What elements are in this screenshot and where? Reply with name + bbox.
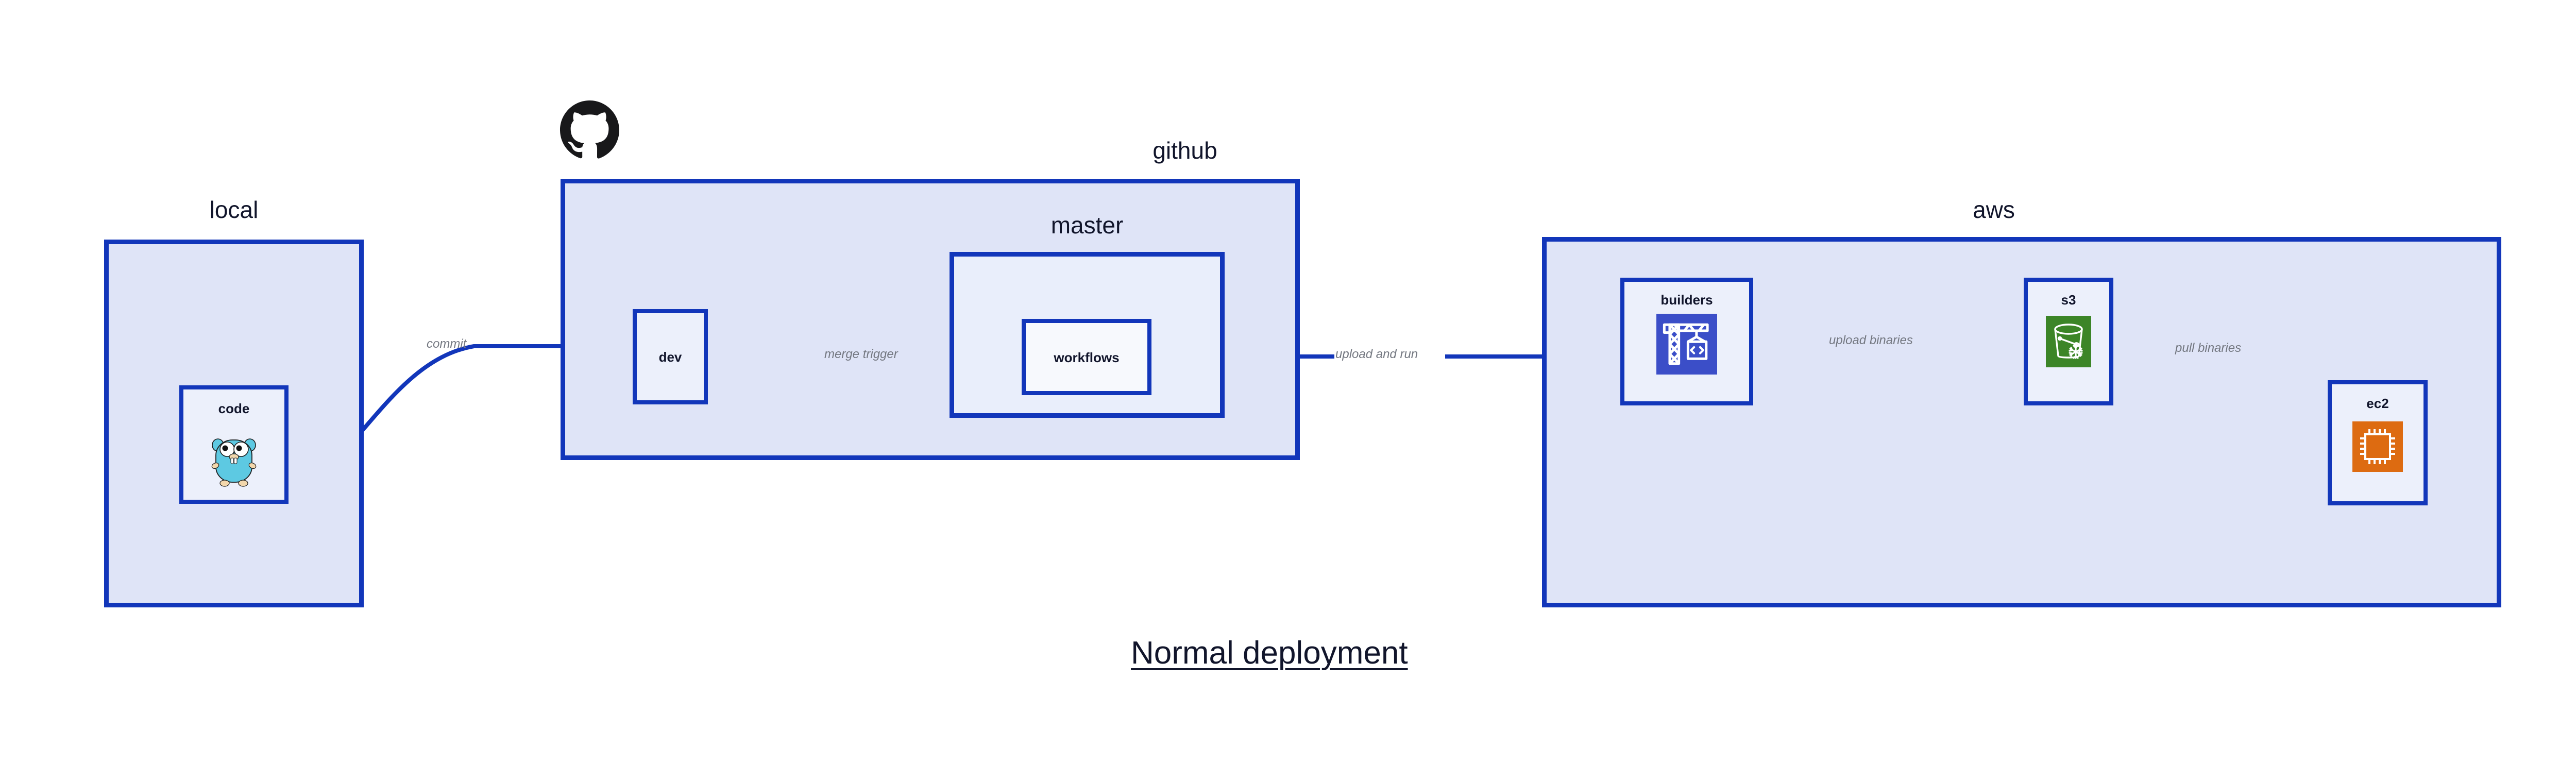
group-local-label: local (209, 196, 259, 223)
diagram-title: Normal deployment (1131, 635, 1408, 671)
node-ec2-label: ec2 (2366, 396, 2389, 411)
node-dev[interactable]: dev (633, 309, 708, 404)
go-gopher-icon (209, 429, 259, 488)
group-github-label: github (1153, 137, 1217, 164)
group-master-label: master (1050, 212, 1124, 239)
node-builders-label: builders (1660, 292, 1713, 308)
node-s3-label: s3 (2061, 292, 2076, 308)
edge-label-commit: commit (427, 337, 467, 351)
node-ec2[interactable]: ec2 (2328, 380, 2428, 505)
node-dev-label: dev (658, 349, 682, 365)
node-workflows[interactable]: workflows (1022, 319, 1151, 395)
edge-label-merge-trigger: merge trigger (824, 347, 898, 361)
edge-label-pull-binaries: pull binaries (2175, 341, 2242, 355)
aws-s3-glacier-icon (2046, 316, 2091, 367)
github-octocat-icon (557, 98, 622, 162)
node-workflows-label: workflows (1054, 350, 1120, 365)
aws-ec2-icon (2352, 421, 2403, 472)
node-s3[interactable]: s3 (2024, 278, 2113, 405)
edge-label-upload-binaries: upload binaries (1829, 333, 1913, 347)
node-builders[interactable]: builders (1620, 278, 1753, 405)
node-code-label: code (218, 401, 250, 416)
group-aws-label: aws (1973, 196, 2015, 223)
node-code[interactable]: code (179, 385, 289, 504)
edge-label-upload-and-run: upload and run (1335, 347, 1418, 361)
aws-codebuild-icon (1656, 314, 1717, 375)
